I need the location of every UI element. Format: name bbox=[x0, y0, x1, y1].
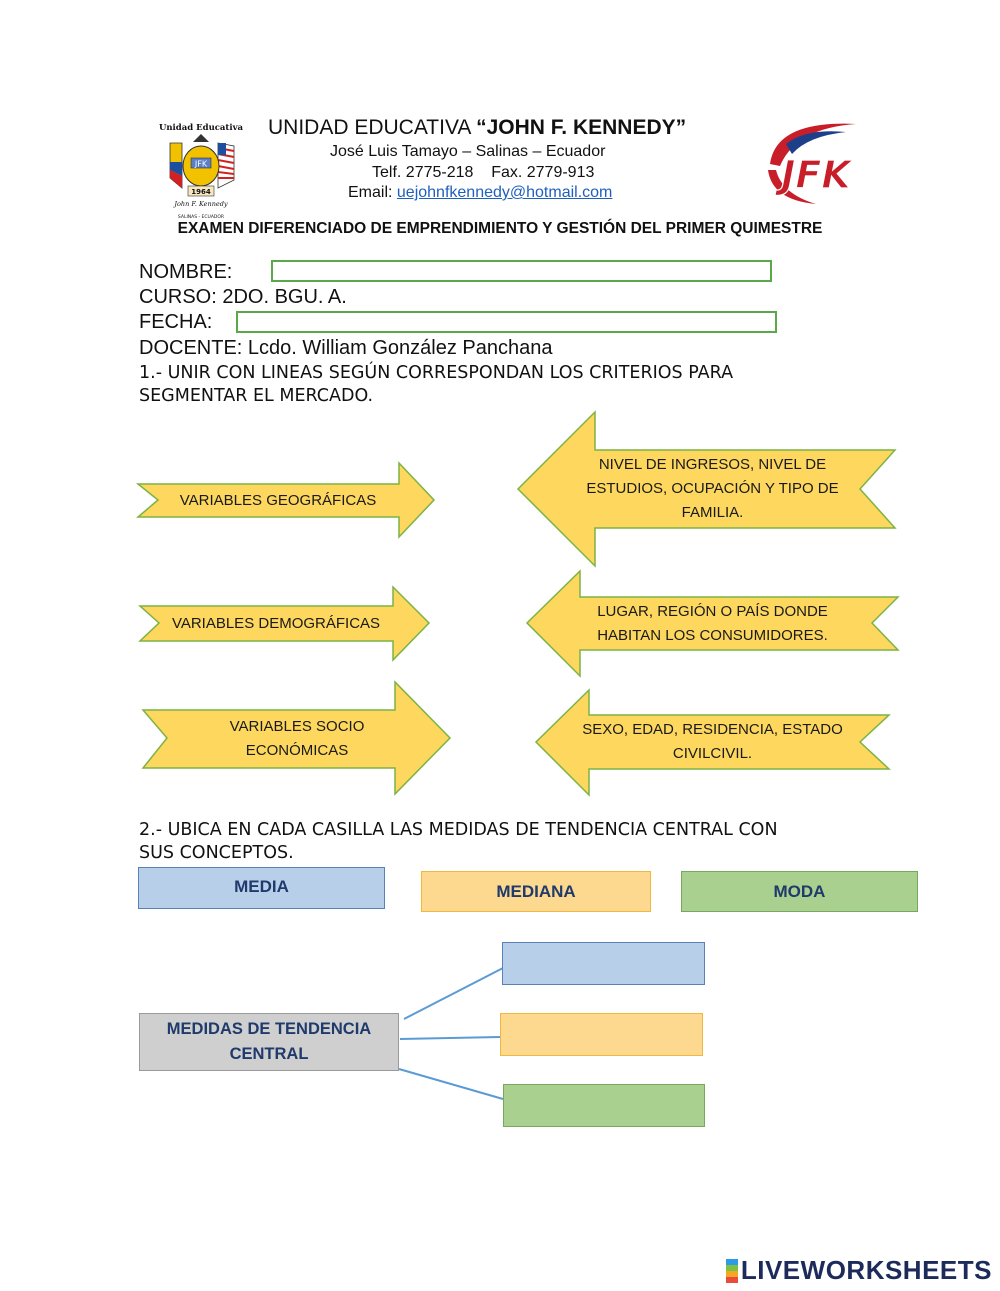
arrows-layer bbox=[135, 410, 900, 797]
arrow-left-3 bbox=[141, 680, 452, 796]
school-address: José Luis Tamayo – Salinas – Ecuador bbox=[330, 143, 606, 160]
school-email: Email: uejohnfkennedy@hotmail.com bbox=[348, 184, 613, 201]
crest-top-text: Unidad Educativa bbox=[159, 123, 244, 133]
name-label: NOMBRE: bbox=[139, 261, 233, 283]
question1-title: 1.- UNIR CON LINEAS SEGÚN CORRESPONDAN L… bbox=[139, 363, 734, 406]
school-phone: Telf. 2775-218 Fax. 2779-913 bbox=[372, 164, 595, 181]
left-item-2[interactable]: VARIABLES DEMOGRÁFICAS bbox=[171, 614, 381, 632]
option-moda[interactable]: MODA bbox=[681, 871, 918, 912]
school-crest: Unidad Educativa JFK 1964 John F. Kenned… bbox=[158, 118, 244, 222]
date-input[interactable] bbox=[236, 311, 777, 333]
date-label: FECHA: bbox=[139, 311, 213, 333]
liveworksheets-brand: LIVEWORKSHEETS bbox=[725, 1255, 992, 1286]
right-item-2[interactable]: LUGAR, REGIÓN O PAÍS DONDE HABITAN LOS C… bbox=[597, 602, 828, 644]
logo-text: JFK bbox=[774, 153, 853, 197]
arrow-left-1 bbox=[135, 461, 436, 539]
drop-slot-3[interactable] bbox=[503, 1084, 705, 1127]
arrow-right-2 bbox=[525, 569, 900, 678]
connector-lines bbox=[398, 967, 504, 1100]
school-title: UNIDAD EDUCATIVA “JOHN F. KENNEDY” bbox=[268, 116, 687, 139]
right-item-1[interactable]: NIVEL DE INGRESOS, NIVEL DE ESTUDIOS, OC… bbox=[586, 456, 839, 521]
arrow-right-1 bbox=[516, 410, 897, 568]
crest-signature: John F. Kennedy bbox=[172, 200, 227, 208]
question2-title: 2.- UBICA EN CADA CASILLA LAS MEDIDAS DE… bbox=[139, 820, 778, 863]
jfk-logo: JFK bbox=[756, 114, 866, 210]
crest-inner-text: JFK bbox=[194, 160, 208, 169]
option-mediana[interactable]: MEDIANA bbox=[421, 871, 651, 912]
left-item-3[interactable]: VARIABLES SOCIO ECONÓMICAS bbox=[229, 718, 365, 759]
teacher-text: DOCENTE: Lcdo. William González Panchana bbox=[139, 337, 553, 359]
name-input[interactable] bbox=[271, 260, 772, 282]
central-tendency-box: MEDIDAS DE TENDENCIA CENTRAL bbox=[139, 1013, 399, 1071]
arrow-right-3 bbox=[534, 688, 891, 797]
drop-slot-1[interactable] bbox=[502, 942, 705, 985]
crest-bottom-text: SALINAS - ECUADOR bbox=[178, 214, 224, 220]
arrow-left-2 bbox=[138, 585, 431, 662]
exam-title: EXAMEN DIFERENCIADO DE EMPRENDIMIENTO Y … bbox=[177, 220, 823, 237]
course-text: CURSO: 2DO. BGU. A. bbox=[139, 286, 347, 308]
left-item-1[interactable]: VARIABLES GEOGRÁFICAS bbox=[179, 491, 377, 509]
drop-slot-2[interactable] bbox=[500, 1013, 703, 1056]
liveworksheets-text: LIVEWORKSHEETS bbox=[740, 1255, 992, 1285]
email-link[interactable]: uejohnfkennedy@hotmail.com bbox=[396, 184, 613, 201]
liveworksheets-icon bbox=[725, 1258, 738, 1283]
option-media[interactable]: MEDIA bbox=[138, 867, 385, 909]
crest-year: 1964 bbox=[191, 188, 211, 196]
right-item-3[interactable]: SEXO, EDAD, RESIDENCIA, ESTADO CIVILCIVI… bbox=[582, 721, 843, 762]
